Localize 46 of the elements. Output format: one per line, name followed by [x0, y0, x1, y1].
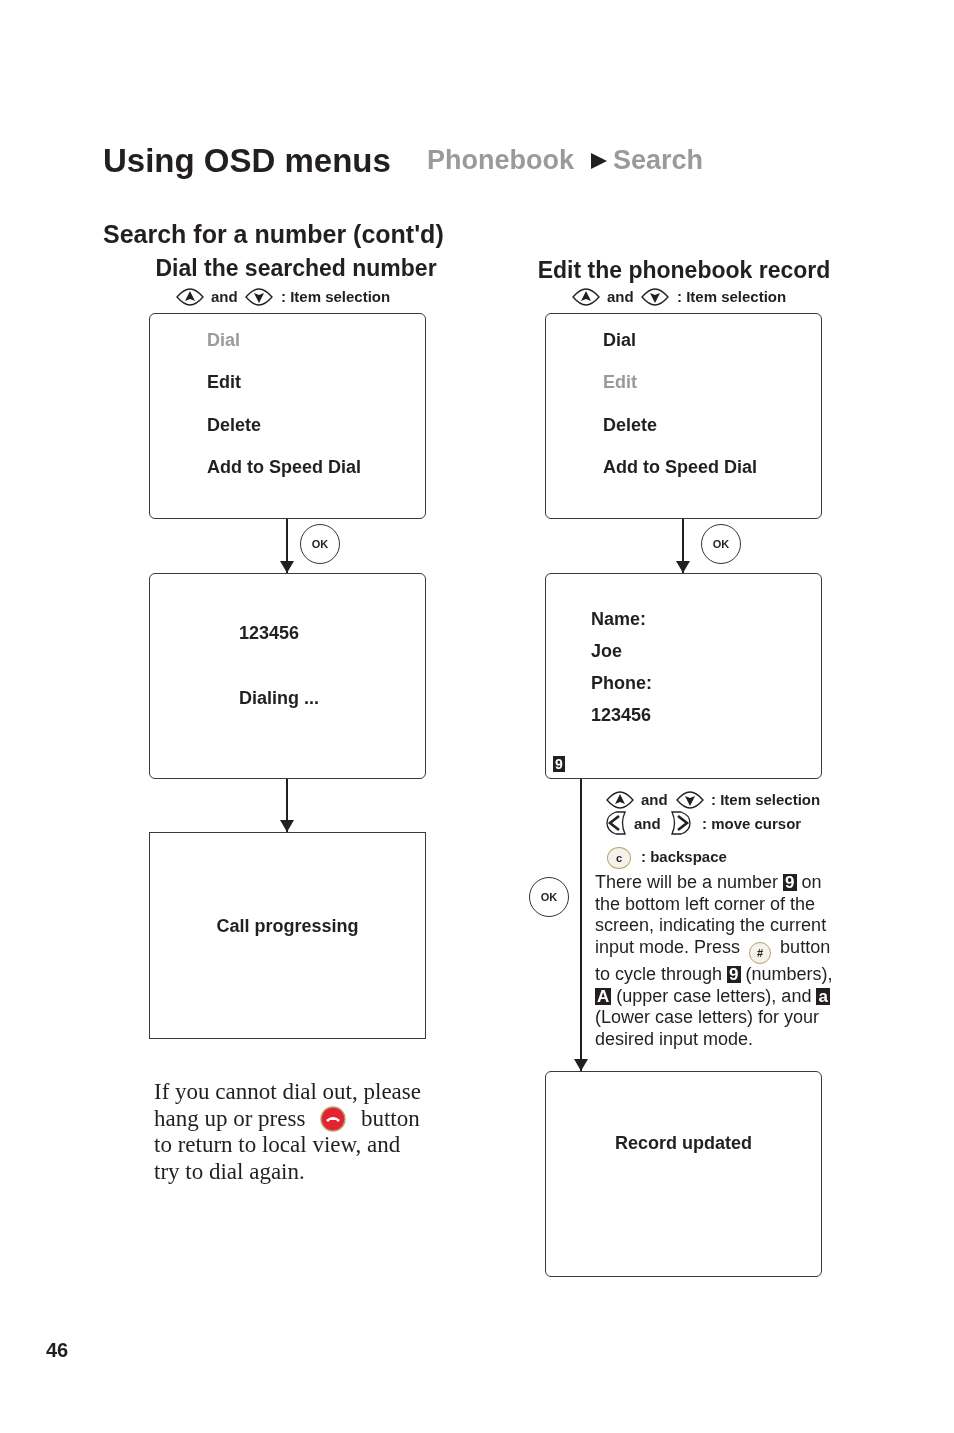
instruction-paragraph: There will be a number 9 on the bottom left corner of the screen, indicating the current input mode. Press # button to cycle through 9 (numbers), A (upper case letters), and a (Lower case letters) for your desired input mode.	[595, 872, 834, 1051]
status-text: Call progressing	[215, 917, 360, 935]
menu-screen	[149, 313, 426, 519]
menu-item: Delete	[207, 416, 262, 434]
breadcrumb-text: Search	[613, 147, 704, 174]
note-paragraph: If you cannot dial out, please hang up or press button to return to local view, and try to dial again.	[154, 1079, 422, 1185]
section-heading: Search for a number (cont'd)	[103, 222, 444, 247]
subheading: Dial the searched number	[155, 257, 437, 280]
menu-item: Delete	[603, 416, 658, 434]
key-hint: : backspace	[641, 849, 727, 864]
display-screen	[545, 1071, 822, 1277]
key-hint: and	[641, 792, 668, 807]
menu-item: Add to Speed Dial	[603, 458, 757, 476]
breadcrumb-text: Phonebook	[427, 147, 574, 174]
menu-item: Add to Speed Dial	[207, 458, 361, 476]
field-text: 123456	[239, 624, 300, 642]
page-title: Using OSD menus	[103, 144, 391, 177]
menu-item: Edit	[603, 373, 637, 391]
menu-item: Dial	[603, 331, 636, 349]
key-hint: : Item selection	[711, 792, 821, 807]
display-screen	[149, 832, 426, 1039]
menu-item: Edit	[207, 373, 241, 391]
field-text: 123456	[591, 706, 652, 724]
ok-key: OK	[701, 524, 741, 564]
subheading: Edit the phonebook record	[537, 259, 831, 282]
display-screen	[149, 573, 426, 779]
ok-key: OK	[529, 877, 569, 917]
status-text: Record updated	[614, 1134, 753, 1152]
field-text: Phone:	[591, 674, 652, 692]
key-hint: : move cursor	[702, 816, 802, 831]
arrow	[280, 518, 294, 574]
key-hint: and	[634, 816, 661, 831]
arrow	[574, 778, 588, 1072]
backspace-key: c	[607, 847, 631, 869]
field-text: Name:	[591, 610, 647, 628]
field-text: Joe	[591, 642, 623, 660]
menu-screen	[545, 573, 822, 779]
hash-key: #	[749, 942, 772, 965]
ok-key: OK	[300, 524, 340, 564]
field-text: Dialing ...	[239, 689, 319, 707]
input-mode-indicator: 9	[553, 756, 565, 772]
page-number: 46	[46, 1340, 69, 1360]
menu-item: Dial	[207, 331, 240, 349]
arrow	[676, 518, 690, 574]
menu-screen	[545, 313, 822, 519]
arrow	[280, 778, 294, 833]
